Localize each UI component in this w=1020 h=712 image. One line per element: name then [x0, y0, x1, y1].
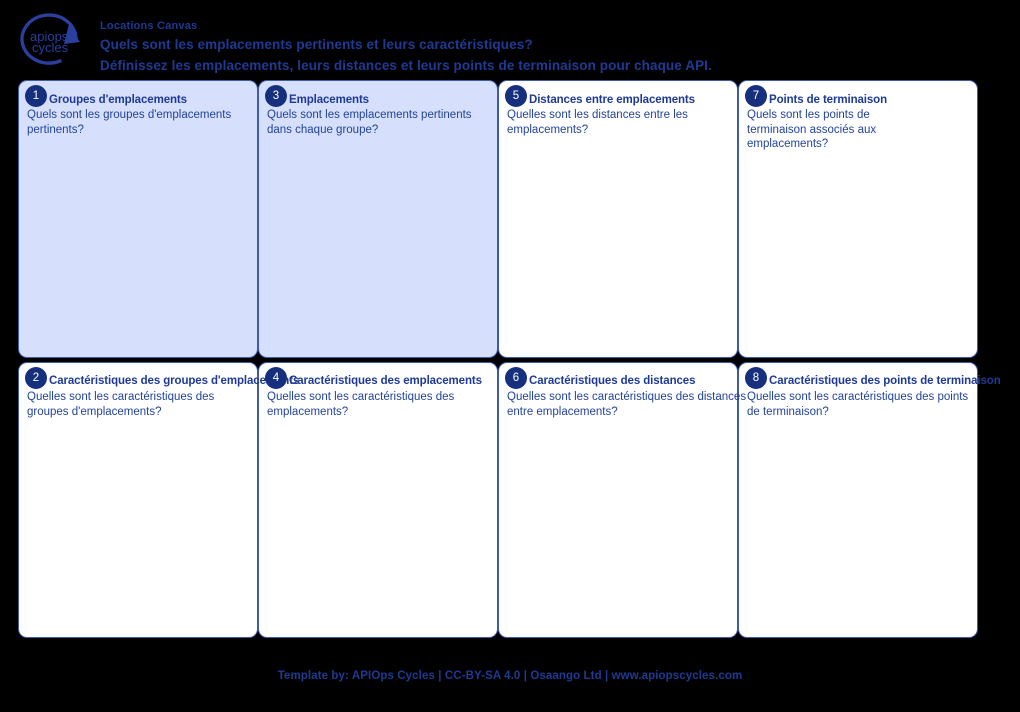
canvas-card-2[interactable]: 2 Caractéristiques des groupes d'emplace… [18, 362, 299, 638]
header-text-block: Locations Canvas Quels sont les emplacem… [100, 19, 712, 75]
logo-text-apiops: apiops [30, 29, 69, 44]
card-title-4: Caractéristiques des emplacements [289, 375, 482, 387]
card-badge-4: 4 [265, 367, 287, 389]
canvas-footer: Template by: APIOps Cycles | CC-BY-SA 4.… [277, 670, 743, 682]
canvas-card-7[interactable]: 7 Points de terminaison Quels sont les p… [738, 80, 978, 358]
card-title-7: Points de terminaison [769, 94, 888, 106]
card-badge-6: 6 [505, 367, 527, 389]
canvas-card-1[interactable]: 1 Groupes d'emplacements Quels sont les … [18, 80, 258, 358]
canvas-card-5[interactable]: 5 Distances entre emplacements Quelles s… [498, 80, 738, 358]
card-title-8: Caractéristiques des points de terminais… [769, 375, 1001, 387]
card-badge-3: 3 [265, 85, 287, 107]
canvas-subtitle: Définissez les emplacements, leurs dista… [100, 58, 712, 73]
card-title-2: Caractéristiques des groupes d'emplaceme… [49, 375, 300, 387]
card-badge-2: 2 [25, 367, 47, 389]
card-description-6: Quelles sont les caractéristiques des di… [507, 391, 747, 418]
card-badge-5: 5 [505, 85, 527, 107]
card-title-3: Emplacements [289, 94, 369, 106]
card-description-4: Quelles sont les caractéristiques des em… [267, 391, 455, 418]
apiops-cycles-logo: apiops cycles [14, 10, 94, 68]
logo-circular-arrow-icon: apiops cycles [20, 13, 80, 65]
card-badge-8: 8 [745, 367, 767, 389]
card-description-2: Quelles sont les caractéristiques des gr… [27, 391, 215, 418]
logo-text-cycles: cycles [32, 40, 69, 55]
card-description-8: Quelles sont les caractéristiques des po… [747, 391, 969, 418]
canvas-header: apiops cycles Locations Canvas Quels son… [0, 0, 1020, 78]
canvas-question: Quels sont les emplacements pertinents e… [100, 37, 533, 52]
card-badge-1: 1 [25, 85, 47, 107]
card-badge-7: 7 [745, 85, 767, 107]
card-description-7: Quels sont les points de terminaison ass… [747, 109, 877, 150]
card-description-5: Quelles sont les distances entre les emp… [507, 109, 688, 136]
canvas-card-3[interactable]: 3 Emplacements Quels sont les emplacemen… [258, 80, 498, 358]
canvas-card-6[interactable]: 6 Caractéristiques des distances Quelles… [498, 362, 746, 638]
canvas-kicker: Locations Canvas [100, 20, 198, 32]
card-title-5: Distances entre emplacements [529, 94, 695, 106]
card-title-1: Groupes d'emplacements [49, 94, 187, 106]
card-description-1: Quels sont les groupes d'emplacements pe… [27, 109, 232, 136]
card-description-3: Quels sont les emplacements pertinents d… [267, 109, 472, 136]
canvas-card-8[interactable]: 8 Caractéristiques des points de termina… [738, 362, 1001, 638]
card-title-6: Caractéristiques des distances [529, 375, 696, 387]
canvas-card-4[interactable]: 4 Caractéristiques des emplacements Quel… [258, 362, 498, 638]
